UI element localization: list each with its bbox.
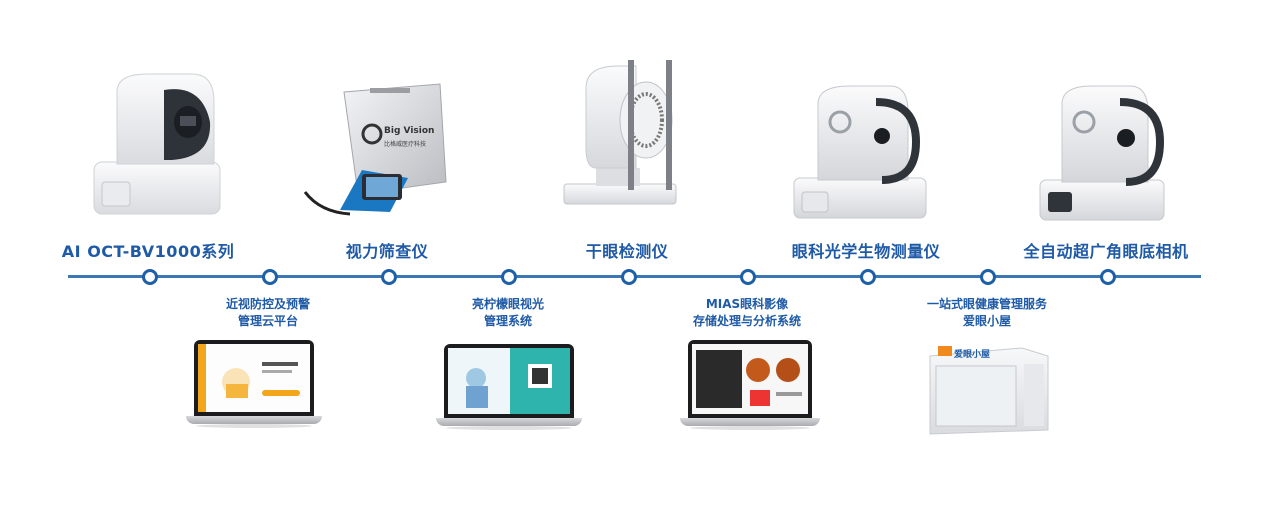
product-label-oct: AI OCT-BV1000系列 <box>61 242 235 261</box>
product-label-vision-screener: 视力筛查仪 <box>345 242 429 261</box>
system-label-mias: MIAS眼科影像 存储处理与分析系统 <box>647 296 847 330</box>
timeline-node <box>621 269 637 285</box>
kiosk-sign: 爱眼小屋 <box>954 350 991 360</box>
system-label-eye-house: 一站式眼健康管理服务 爱眼小屋 <box>887 296 1087 330</box>
system-label-myopia-cloud: 近视防控及预警 管理云平台 <box>168 296 368 330</box>
product-label-dry-eye: 干眼检测仪 <box>585 242 669 261</box>
case-brand-subtitle: 比格威医疗科技 <box>384 141 427 148</box>
timeline-node <box>142 269 158 285</box>
system-label-line: 管理云平台 <box>237 314 298 328</box>
laptop-icon <box>680 340 820 430</box>
system-label-line: 爱眼小屋 <box>962 314 1011 328</box>
timeline-node <box>980 269 996 285</box>
system-label-line: 管理系统 <box>483 314 532 328</box>
product-label-fundus-camera: 全自动超广角眼底相机 <box>1023 242 1189 261</box>
system-label-line: 存储处理与分析系统 <box>692 314 801 328</box>
case-brand-logo: Big Vision <box>384 126 435 136</box>
timeline-node <box>860 269 876 285</box>
timeline-node <box>1100 269 1116 285</box>
system-label-line: 亮柠檬眼视光 <box>471 297 544 311</box>
vision-screener-icon: Big Vision 比格威医疗科技 <box>300 82 450 227</box>
timeline-node <box>501 269 517 285</box>
timeline-node <box>262 269 278 285</box>
system-label-line: 一站式眼健康管理服务 <box>926 297 1047 311</box>
laptop-icon <box>186 340 322 428</box>
biometer-device-icon <box>790 82 930 222</box>
timeline-node <box>381 269 397 285</box>
dry-eye-device-icon <box>556 58 680 218</box>
oct-device-icon <box>92 72 222 217</box>
product-label-biometer: 眼科光学生物测量仪 <box>791 242 941 261</box>
timeline-node <box>740 269 756 285</box>
laptop-icon <box>436 344 582 430</box>
system-label-line: 近视防控及预警 <box>225 297 310 311</box>
kiosk-icon: 爱眼小屋 <box>926 338 1052 436</box>
system-label-line: MIAS眼科影像 <box>705 297 789 311</box>
fundus-camera-icon <box>1036 82 1168 222</box>
system-label-optometry: 亮柠檬眼视光 管理系统 <box>408 296 608 330</box>
